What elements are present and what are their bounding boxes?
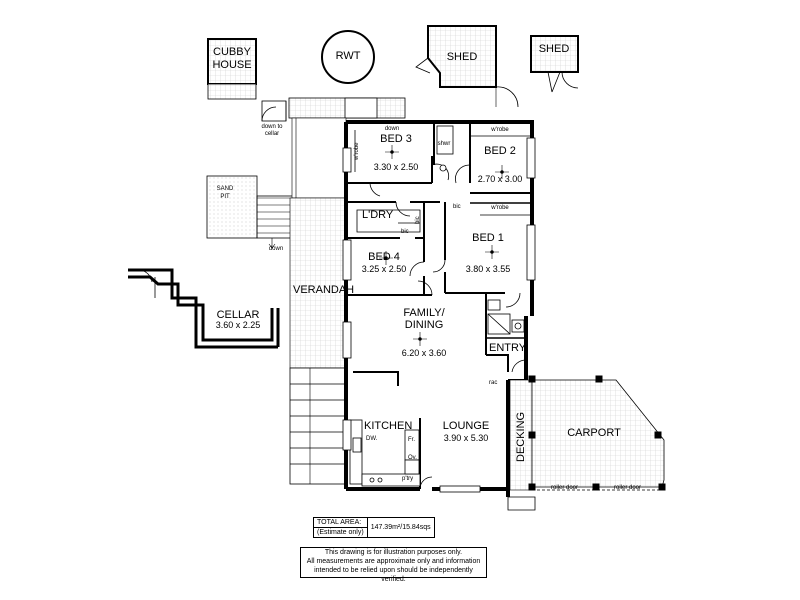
shed-label-2: SHED [538,43,570,55]
carport-label: CARPORT [567,427,621,439]
bed2-wrobe-label: w'robe [491,127,509,133]
total-area-value: 147.39m²/15.84sqs [366,517,435,538]
bic-label-3: bic [401,229,409,235]
decking-label: DECKING [515,411,527,462]
bed1-wrobe-label: w'robe [491,205,509,211]
disclaimer-line-3: intended to be relied upon should be ind… [314,567,473,583]
bed2-size: 2.70 x 3.00 [477,174,523,184]
fridge-label: Fr. [408,437,415,443]
rainwater-tank [321,30,375,84]
roller-door-label-2: roller door [614,485,642,491]
bed3-wrobe-label: w'robe [354,142,360,161]
total-area-label: TOTAL AREA: [313,517,368,528]
bed3-size: 3.30 x 2.50 [373,162,419,172]
sand-pit [206,175,298,249]
garden-steps [261,97,406,122]
total-area-table: TOTAL AREA: 147.39m²/15.84sqs (Estimate … [313,517,435,538]
kitchen-name: KITCHEN [364,420,413,432]
bed1-name: BED 1 [472,232,504,244]
cubby-house-label-line2: HOUSE [212,59,252,71]
window-marks [342,137,536,493]
verandah-label: VERANDAH [293,284,355,296]
cubby-house [207,38,257,100]
bed3-down-label: down [384,126,400,132]
entry-label: ENTRY [489,342,527,354]
bed2-name: BED 2 [484,145,516,157]
pantry-label: p'try [402,476,414,482]
oven-label: Ov. [408,455,417,461]
cellar-name: CELLAR [216,309,260,321]
rwt-label: RWT [335,50,361,62]
disclaimer-line-2: All measurements are approximate only an… [306,558,481,565]
bed1-size: 3.80 x 3.55 [465,264,511,274]
bed4-size: 3.25 x 2.50 [361,264,407,274]
verandah-area [289,197,347,485]
sand-pit-label-line1: SAND [216,186,234,192]
dw-label: DW. [366,436,378,442]
family-size: 6.20 x 3.60 [401,348,447,358]
family-name-line1: FAMILY/ [403,307,445,319]
rac-label: rac [489,380,498,386]
laundry-name: L'DRY [362,209,394,221]
disclaimer-line-1: This drawing is for illustration purpose… [324,549,463,556]
down-to-cellar-label-line1: down to [261,124,283,130]
bic-label-1: bic [453,204,461,210]
down-label: down [268,246,284,252]
roller-door-label-1: roller door [551,485,579,491]
bathroom-fixtures [436,125,525,335]
bed3-name: BED 3 [380,133,412,145]
cellar-size: 3.60 x 2.25 [215,320,261,330]
cubby-house-label-line1: CUBBY [213,46,251,58]
sand-pit-label-line2: PIT [220,194,230,200]
shower-label: shwr [437,141,451,147]
family-name-line2: DINING [404,319,444,331]
decking-carport [509,375,666,491]
disclaimer-box: This drawing is for illustration purpose… [300,547,487,583]
lounge-size: 3.90 x 5.30 [443,433,489,443]
door-swings [369,163,536,511]
shed-label-1: SHED [446,51,478,63]
lounge-name: LOUNGE [442,420,490,432]
side-path [291,117,347,199]
bic-label-2: bic [415,216,421,224]
kitchen-fixtures [349,419,421,487]
total-area-estimate-label: (Estimate only) [313,527,368,538]
ceiling-fan-icons [379,145,509,346]
bed4-name: BED 4 [368,251,400,263]
shed-small [530,35,579,93]
down-to-cellar-label-line2: cellar [264,131,280,137]
shed-large [415,25,519,108]
cellar-walls [128,268,280,349]
